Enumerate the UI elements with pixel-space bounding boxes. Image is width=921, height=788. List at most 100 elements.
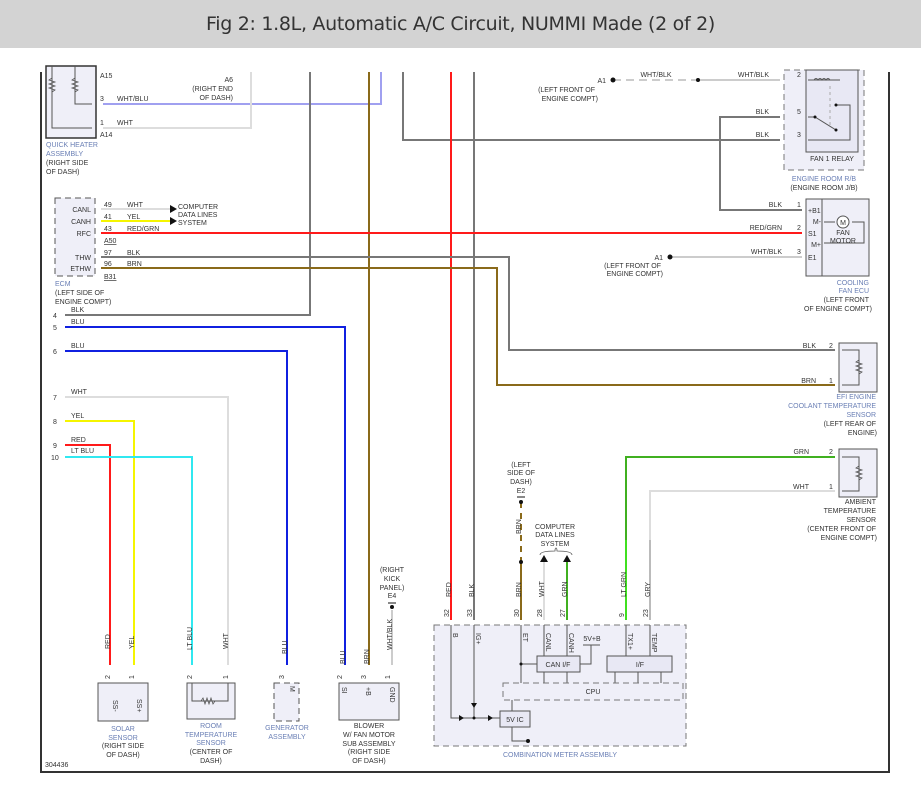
location-label: (LEFT REAR OF	[824, 421, 876, 428]
term-label: M-	[813, 219, 822, 226]
figure-id: 304436	[45, 762, 68, 769]
wire-number: 7	[53, 395, 57, 402]
location-label-2: ENGINE COMPT)	[55, 299, 111, 306]
wire-label: BLK	[756, 132, 770, 139]
wire-label: BRN	[127, 261, 142, 268]
wire-label: RED/GRN	[127, 226, 159, 233]
wire-label: WHT/BLK	[751, 249, 782, 256]
component-label-2: FAN ECU	[839, 288, 869, 295]
pin-label: 97	[104, 250, 112, 257]
wire-number: 10	[51, 455, 59, 462]
splice-dot-icon	[519, 500, 523, 504]
splice-id: A6	[224, 77, 233, 84]
wire-number: 4	[53, 313, 57, 320]
component-alt-label: (ENGINE ROOM J/B)	[790, 185, 857, 192]
term-label: IG+	[474, 633, 481, 644]
wire-label: BRN	[801, 378, 816, 385]
component-label: BLOWER	[354, 723, 384, 730]
term-label: SI	[340, 687, 347, 694]
splice-dot-icon	[390, 605, 394, 609]
term-label: S1	[808, 231, 817, 238]
wire-label: BLK	[769, 202, 783, 209]
pin-label: 1	[829, 378, 833, 385]
diagram-frame	[40, 72, 890, 773]
wire-number: 6	[53, 349, 57, 356]
location-label: (LEFT FRONT OF	[604, 263, 661, 270]
term-label: CANH	[71, 219, 91, 226]
wire-label: WHT/BLK	[387, 619, 394, 650]
wire-red-9	[65, 444, 111, 665]
relay-label: FAN 1 RELAY	[810, 156, 854, 163]
wire-label: BLK	[71, 307, 85, 314]
engine-room-rb: 2 5 3 WHT/BLK BLK BLK FAN 1 RELAY ENGINE…	[738, 69, 865, 192]
wire-grn-ambient	[625, 456, 835, 540]
data-lines-label: COMPUTER	[535, 524, 575, 531]
wire-ltblu-10	[65, 456, 193, 665]
wire-wht-7	[65, 396, 229, 665]
wire-label: WHT	[223, 632, 230, 649]
component-label-3: SENSOR	[196, 740, 226, 747]
term-label: M	[288, 686, 295, 692]
ground-id: E2	[517, 488, 526, 495]
component-label: EFI ENGINE	[836, 394, 876, 401]
wire-wht-ambient	[649, 490, 835, 540]
wire-label: GRN	[562, 581, 569, 597]
wire-label: GRN	[793, 449, 809, 456]
location-label-2: OF DASH)	[106, 752, 139, 759]
meter-data-lines: COMPUTER DATA LINES SYSTEM	[535, 524, 575, 562]
pin-label: 1	[100, 120, 104, 127]
term-label: THW	[75, 255, 91, 262]
wire-number: 5	[53, 325, 57, 332]
pin-label: 3	[361, 675, 368, 679]
component-label: ECM	[55, 281, 71, 288]
pin-label: 1	[829, 484, 833, 491]
wire-label: RED	[446, 582, 453, 597]
pin-label: 32	[444, 609, 451, 617]
pin-label: 2	[105, 675, 112, 679]
wire-label: LT BLU	[71, 448, 94, 455]
term-label: +B1	[808, 208, 821, 215]
data-lines-label-3: SYSTEM	[178, 220, 207, 227]
left-wire-labels: 4 BLK 5 BLU 6 BLU 7 WHT 8 YEL 9 RED 10 L…	[51, 307, 94, 462]
a1-ground-top: A1 WHT/BLK (LEFT FRONT OF ENGINE COMPT)	[538, 72, 700, 103]
location-label-2: OF DASH)	[46, 169, 79, 176]
pin-label: 2	[337, 675, 344, 679]
term-label: TX1+	[626, 633, 633, 650]
wire-label: BLU	[340, 650, 347, 664]
block-label: 5V IC	[506, 717, 524, 724]
location-label: (RIGHT END	[192, 86, 233, 93]
pin-label: 9	[619, 613, 626, 617]
component-label-3: SUB ASSEMBLY	[342, 741, 396, 748]
wire-blk-thw	[101, 256, 835, 351]
wire-label: WHT	[127, 202, 144, 209]
ecm: CANL CANH RFC THW ETHW 49 41 43 97 96 WH…	[54, 197, 218, 306]
location-label-2: SIDE OF	[507, 470, 535, 477]
location-label-3: PANEL)	[380, 585, 405, 592]
location-label: (LEFT SIDE OF	[55, 290, 104, 297]
component-label-2: W/ FAN MOTOR	[343, 732, 395, 739]
pin-label: 41	[104, 214, 112, 221]
term-label: CANL	[544, 633, 551, 652]
pin-label: 1	[797, 202, 801, 209]
wire-label: RED/GRN	[750, 225, 782, 232]
wire-label: BLK	[803, 343, 817, 350]
combination-meter-assembly: CAN I/F I/F CPU 5V IC 5V+B B IG+ ET CANL…	[433, 624, 687, 759]
a1-ground-mid: A1 (LEFT FRONT OF ENGINE COMPT)	[604, 254, 673, 278]
wire-blu-6	[65, 350, 288, 665]
pin-label: 3	[100, 96, 104, 103]
splice-dot-icon	[610, 77, 616, 83]
component-label-2: TEMPERATURE	[185, 732, 238, 739]
location-label: (CENTER FRONT OF	[807, 526, 876, 533]
wire-label: BLK	[469, 583, 476, 597]
connector-b31: B31	[104, 274, 117, 281]
wire-label: WHT/BLU	[117, 96, 149, 103]
data-lines-label-3: SYSTEM	[541, 541, 570, 548]
component-label: AMBIENT	[845, 499, 877, 506]
solar-sensor: RED YEL 2 1 SS- SS+ SOLAR SENSOR (RIGHT …	[97, 634, 149, 759]
wire-blk-relay5	[719, 116, 802, 211]
component-label-2: COOLANT TEMPERATURE	[788, 403, 876, 410]
location-label-2: KICK	[384, 576, 401, 583]
splice-dot-icon	[667, 254, 673, 260]
wire-wht-heater	[103, 72, 252, 129]
component-label: QUICK HEATER	[46, 142, 98, 149]
